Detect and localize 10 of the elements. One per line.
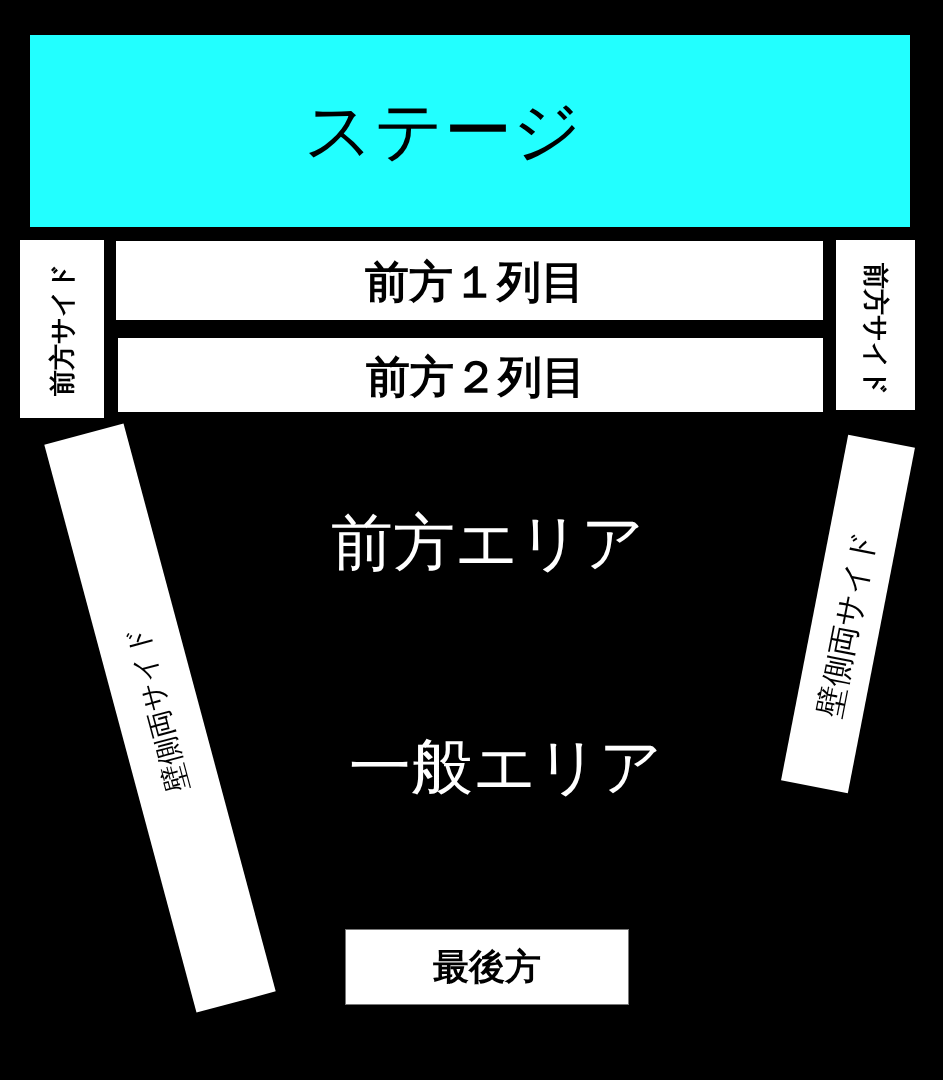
rear-seat-box: 最後方 <box>345 929 629 1005</box>
side-seat-box: 前方サイド <box>20 240 104 418</box>
wall-side-box: 壁側両サイド <box>780 434 915 793</box>
seat-row-box: 前方２列目 <box>118 338 823 412</box>
side-seat-box: 前方サイド <box>836 240 915 410</box>
area-label: 一般エリア <box>348 732 662 802</box>
stage-box: ステージ <box>30 35 910 227</box>
wall-side-box: 壁側両サイド <box>44 423 276 1013</box>
seat-row-box: 前方１列目 <box>116 241 823 320</box>
area-label: 前方エリア <box>330 508 644 578</box>
